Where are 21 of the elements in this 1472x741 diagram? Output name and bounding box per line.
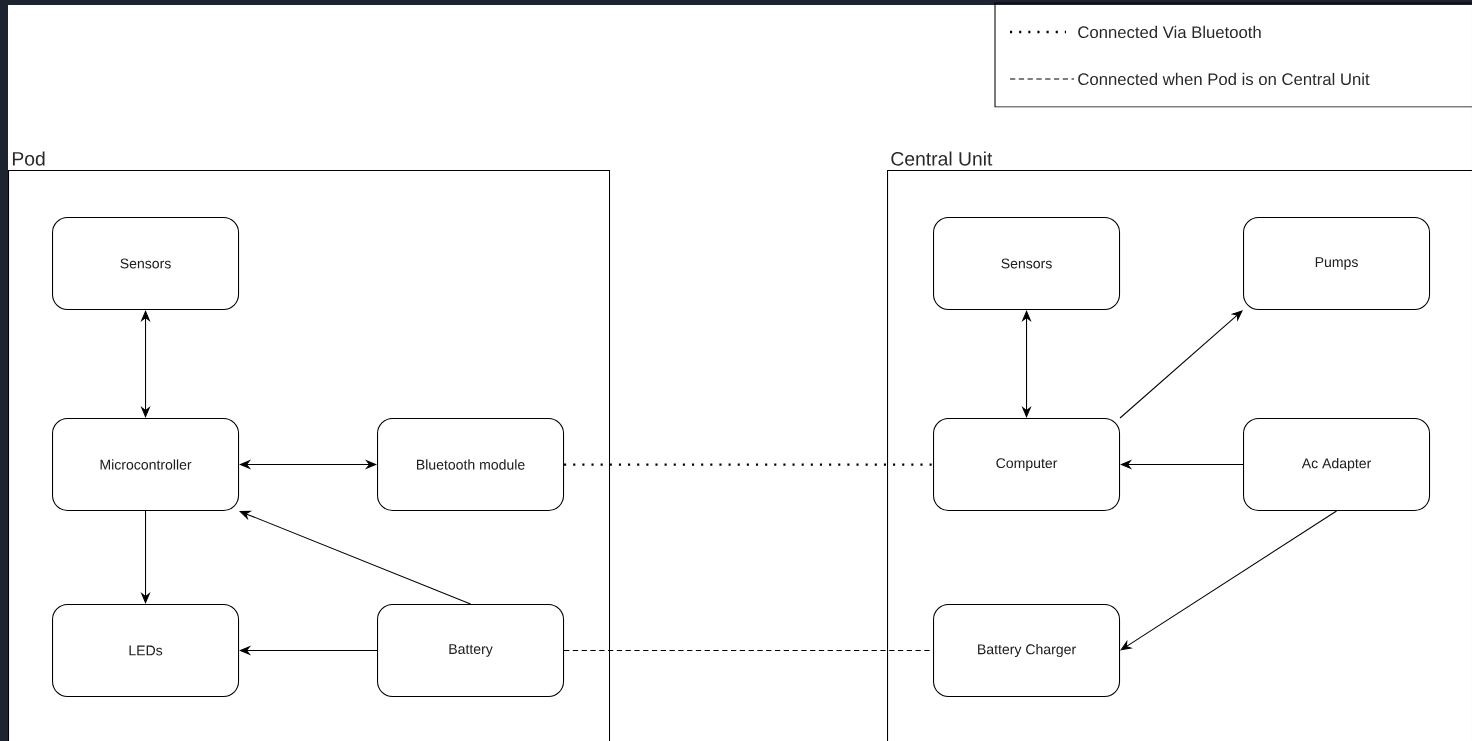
arrow (239, 510, 472, 605)
process-box: Microcontroller (52, 418, 240, 512)
process-box: Pumps (1243, 217, 1431, 311)
arrow (140, 310, 151, 418)
connector-line (564, 463, 933, 466)
process-box: Computer (933, 418, 1121, 512)
arrow (1119, 310, 1243, 419)
process-box: Sensors (52, 217, 240, 311)
process-box: Bluetooth module (377, 418, 565, 512)
process-box: Battery Charger (933, 604, 1121, 698)
container-title: Pod (12, 151, 45, 166)
process-box: Sensors (933, 217, 1121, 311)
arrow (1021, 310, 1032, 418)
arrow (239, 459, 377, 470)
legend-label: Connected Via Bluetooth (1078, 25, 1261, 39)
legend-label: Connected when Pod is on Central Unit (1078, 72, 1370, 86)
arrow (1120, 510, 1338, 651)
process-box: LEDs (52, 604, 240, 698)
process-box: Ac Adapter (1243, 418, 1431, 512)
process-box: Battery (377, 604, 565, 698)
container-title: Central Unit (891, 151, 993, 166)
